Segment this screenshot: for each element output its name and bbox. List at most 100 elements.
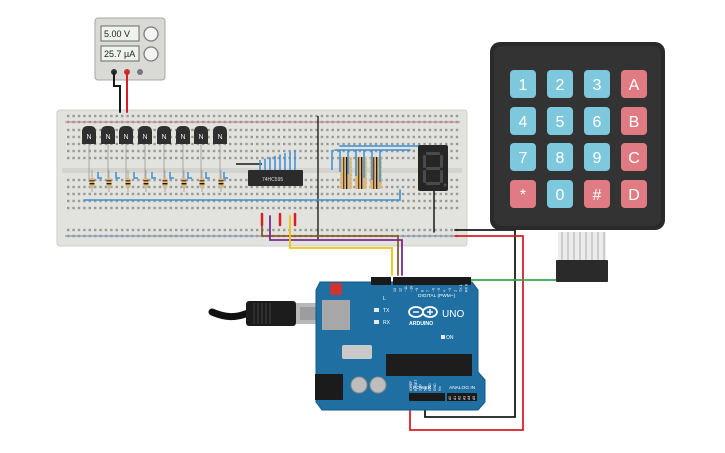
voltage-knob-icon[interactable]	[143, 26, 159, 42]
resistor-icon[interactable]	[355, 165, 367, 169]
digital-pin-label: 2	[454, 290, 458, 292]
resistor-icon[interactable]	[370, 185, 382, 189]
keypad-key-label: 1	[519, 77, 528, 94]
keypad-key[interactable]: 4	[510, 107, 536, 135]
resistor-icon[interactable]	[106, 170, 112, 192]
power-pin-label: GND	[433, 383, 437, 391]
arduino-logo-icon	[408, 306, 438, 318]
resistor-icon[interactable]	[340, 173, 352, 177]
resistor-icon[interactable]	[370, 181, 382, 185]
keypad-key[interactable]: *	[510, 180, 536, 208]
keypad-key[interactable]: 9	[584, 143, 610, 171]
resistor-icon[interactable]	[355, 173, 367, 177]
ground-terminal-icon[interactable]	[137, 69, 143, 75]
keypad-key[interactable]: 5	[547, 107, 573, 135]
reset-button[interactable]	[330, 283, 342, 295]
keypad-key[interactable]: C	[621, 143, 647, 171]
keypad-key[interactable]: 7	[510, 143, 536, 171]
digital-pin-label: 8	[421, 290, 425, 292]
keypad-key[interactable]: A	[621, 70, 647, 98]
shift-register-chip[interactable]: 74HC595	[236, 163, 303, 186]
resistor-icon[interactable]	[355, 185, 367, 189]
resistor-icon[interactable]	[340, 161, 352, 165]
keypad-key[interactable]: D	[621, 180, 647, 208]
current-knob-icon[interactable]	[143, 46, 159, 62]
resistor-icon[interactable]	[181, 170, 187, 192]
keypad-key[interactable]: 0	[547, 180, 573, 208]
resistor-icon[interactable]	[370, 165, 382, 169]
resistor-icon[interactable]	[370, 157, 382, 161]
power-header[interactable]	[409, 393, 445, 401]
transistor-icon[interactable]: N	[119, 126, 133, 182]
resistor-icon[interactable]	[355, 177, 367, 181]
capacitor-icon	[350, 376, 368, 394]
transistor-label: N	[181, 134, 186, 141]
seven-segment-display[interactable]	[418, 145, 448, 191]
transistor-icon[interactable]: N	[176, 126, 190, 182]
transistor-label: N	[124, 134, 129, 141]
resistor-icon[interactable]	[340, 181, 352, 185]
resistor-icon[interactable]	[340, 169, 352, 173]
transistor-icon[interactable]: N	[82, 126, 96, 182]
resistor-icon[interactable]	[355, 169, 367, 173]
resistor-icon[interactable]	[355, 161, 367, 165]
resistor-icon[interactable]	[355, 157, 367, 161]
current-display	[100, 45, 140, 62]
rx-label: RX	[383, 320, 391, 326]
resistor-icon[interactable]	[340, 157, 352, 161]
resistor-icon[interactable]	[340, 185, 352, 189]
transistor-icon[interactable]: N	[157, 126, 171, 182]
transistor-label: N	[143, 134, 148, 141]
keypad-key-label: 7	[519, 150, 528, 167]
keypad-key[interactable]: 8	[547, 143, 573, 171]
keypad-key-label: #	[593, 187, 602, 204]
resistor-icon[interactable]	[218, 170, 224, 192]
jumper-wires[interactable]	[97, 150, 381, 182]
digital-header[interactable]	[393, 277, 471, 285]
resistor-icon[interactable]	[370, 161, 382, 165]
resistor-icon[interactable]	[370, 173, 382, 177]
resistor-icon[interactable]	[340, 165, 352, 169]
resistor-array[interactable]	[89, 157, 383, 192]
keypad-key-label: 0	[556, 187, 565, 204]
resistor-icon[interactable]	[89, 170, 95, 192]
transistor-icon[interactable]: N	[213, 126, 227, 182]
keypad-key-label: 8	[556, 150, 565, 167]
tx-label: TX	[383, 308, 390, 314]
resistor-icon[interactable]	[162, 170, 168, 192]
power-jack[interactable]	[315, 374, 343, 400]
digital-pin-label: RX 0	[465, 284, 469, 292]
aref-header[interactable]	[371, 277, 391, 285]
transistor-icon[interactable]: N	[101, 126, 115, 182]
analog-header[interactable]	[447, 393, 477, 401]
keypad-key[interactable]: 6	[584, 107, 610, 135]
arduino-uno-board[interactable]: DIGITAL (PWM~) TX RX ON L POWER ANALOG I…	[315, 277, 486, 411]
chip-label: 74HC595	[262, 177, 283, 183]
resistor-icon[interactable]	[340, 177, 352, 181]
usb-port[interactable]	[322, 300, 350, 330]
resistor-icon[interactable]	[199, 170, 205, 192]
keypad-key[interactable]: 2	[547, 70, 573, 98]
keypad-connector[interactable]	[556, 260, 608, 282]
power-supply[interactable]: 5.00 V 25.7 µA	[94, 17, 166, 81]
transistor-icon[interactable]: N	[138, 126, 152, 182]
resistor-icon[interactable]	[125, 170, 131, 192]
resistor-icon[interactable]	[355, 181, 367, 185]
resistor-icon[interactable]	[370, 177, 382, 181]
keypad-key[interactable]: 3	[584, 70, 610, 98]
transistor-icon[interactable]: N	[194, 126, 208, 182]
keypad-key[interactable]: B	[621, 107, 647, 135]
keypad-key[interactable]: #	[584, 180, 610, 208]
keypad-key-label: A	[629, 77, 640, 94]
keypad-key[interactable]: 1	[510, 70, 536, 98]
power-pin-label: 5V	[423, 386, 427, 391]
resistor-icon[interactable]	[143, 170, 149, 192]
resistor-icon[interactable]	[370, 169, 382, 173]
current-readout: 25.7 µA	[104, 49, 135, 59]
keypad-key-label: *	[520, 187, 526, 204]
keypad-ribbon-cable	[556, 232, 608, 282]
analog-pin-label: A1	[453, 396, 457, 400]
